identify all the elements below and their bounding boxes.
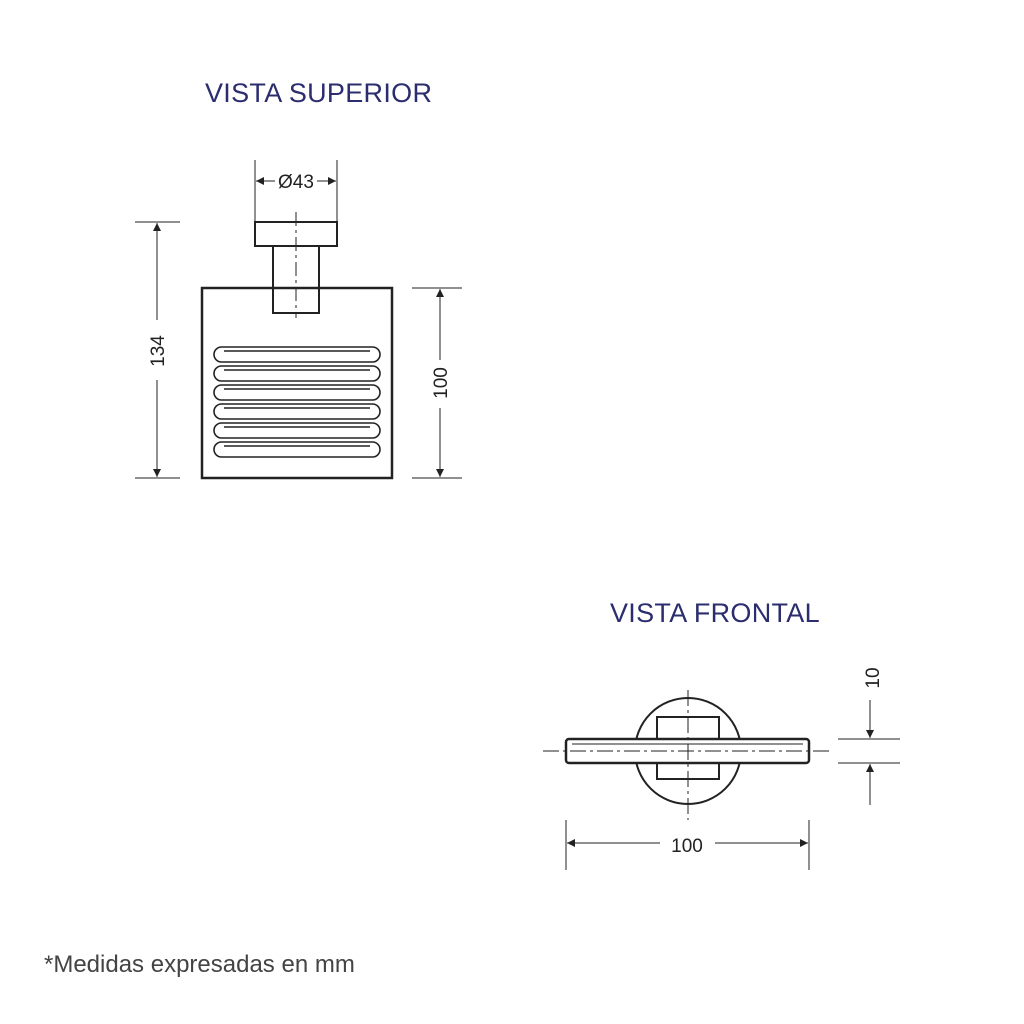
- top-diameter-label: Ø43: [278, 172, 314, 193]
- top-total-height-label: 134: [148, 335, 169, 367]
- top-grille-slots: [213, 346, 381, 458]
- front-width-label: 100: [671, 836, 703, 857]
- top-diameter-dimension: [254, 160, 338, 222]
- front-view-title: VISTA FRONTAL: [610, 598, 820, 628]
- top-view-title: VISTA SUPERIOR: [205, 78, 433, 108]
- top-view: [135, 160, 462, 480]
- top-body-height-dimension: [412, 287, 462, 479]
- top-basket-body: [200, 286, 394, 480]
- units-footnote: *Medidas expresadas en mm: [44, 951, 355, 978]
- front-thickness-dimension: [838, 700, 900, 805]
- front-view: [543, 690, 900, 870]
- front-thickness-label: 10: [863, 667, 884, 688]
- front-width-dimension: [565, 820, 810, 870]
- top-body-height-label: 100: [431, 367, 452, 399]
- top-total-height-dimension: [135, 221, 180, 479]
